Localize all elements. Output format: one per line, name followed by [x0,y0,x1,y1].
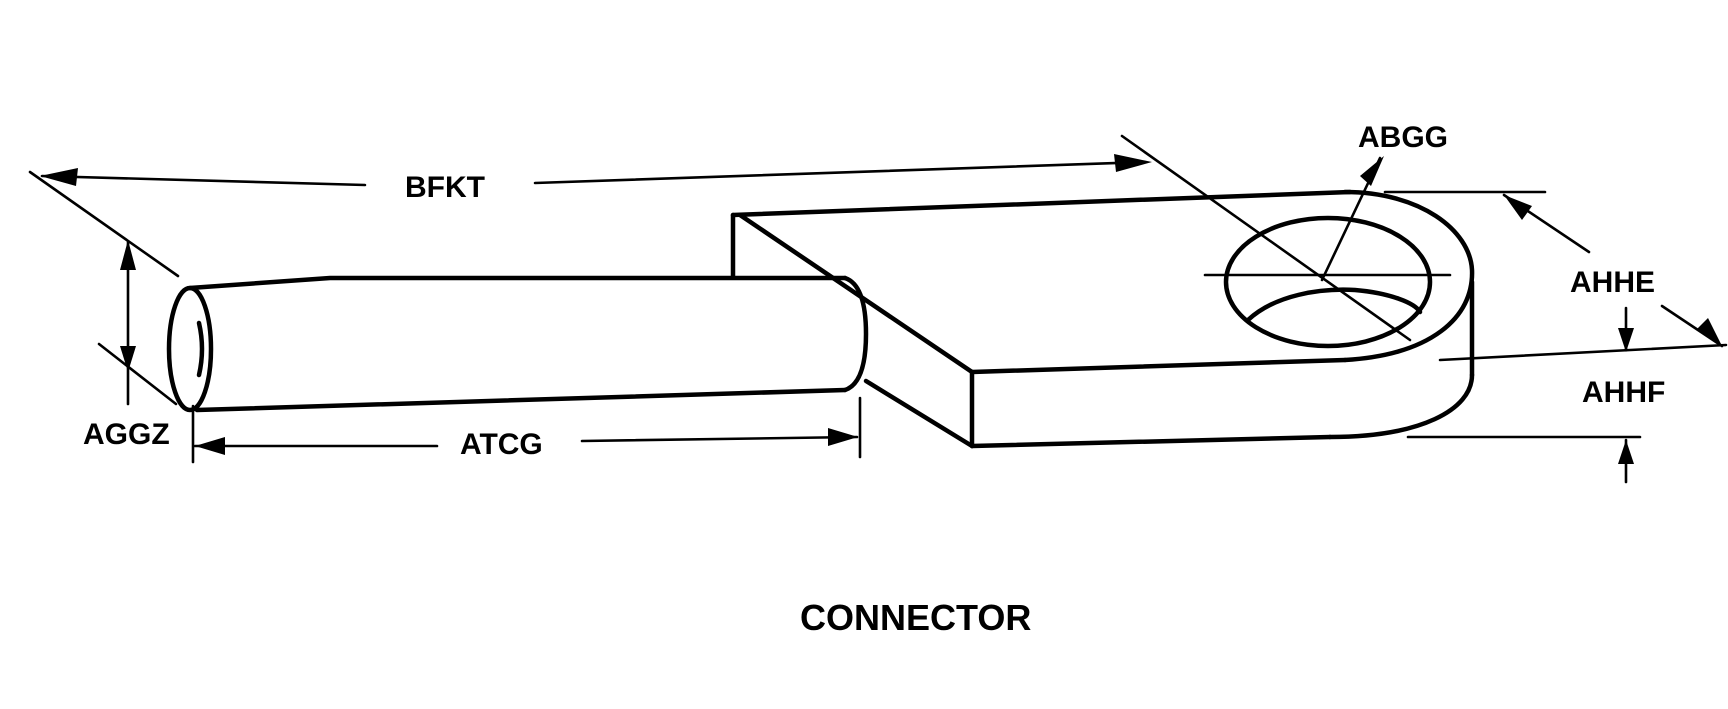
aggz-arrow-up [120,240,136,270]
bfkt-arrow-right [1114,154,1152,172]
label-bfkt: BFKT [405,171,485,204]
connector-part [166,189,1475,449]
dimension-abgg [1203,156,1452,282]
dimension-labels: BFKT ABGG AHHE AHHF AGGZ ATCG [83,121,1665,461]
ring-hole [1223,215,1433,349]
label-ahhe: AHHE [1570,266,1655,299]
dimension-aggz [97,240,178,406]
label-atcg: ATCG [460,428,543,461]
atcg-arrow-left [195,437,225,455]
diagram-caption: CONNECTOR [800,597,1031,638]
dimension-bfkt [28,134,1412,342]
dimension-atcg [191,396,862,464]
dimension-ahhe [1383,190,1728,362]
label-ahhf: AHHF [1582,376,1665,409]
label-aggz: AGGZ [83,418,170,451]
ahhe-arrow-top [1504,195,1532,220]
aggz-arrow-down [120,346,136,372]
ahhf-arrow-down [1618,328,1634,352]
label-abgg: ABGG [1358,121,1448,154]
dimension-lines [28,134,1728,484]
ahhe-arrow-bottom [1696,318,1722,346]
ahhf-arrow-up [1618,440,1634,464]
atcg-arrow-right [828,428,858,446]
dimension-ahhf [1406,306,1642,484]
abgg-arrow [1360,156,1384,186]
bfkt-arrow-left [40,168,78,186]
tongue-plate [730,189,1475,449]
barrel [166,275,869,413]
